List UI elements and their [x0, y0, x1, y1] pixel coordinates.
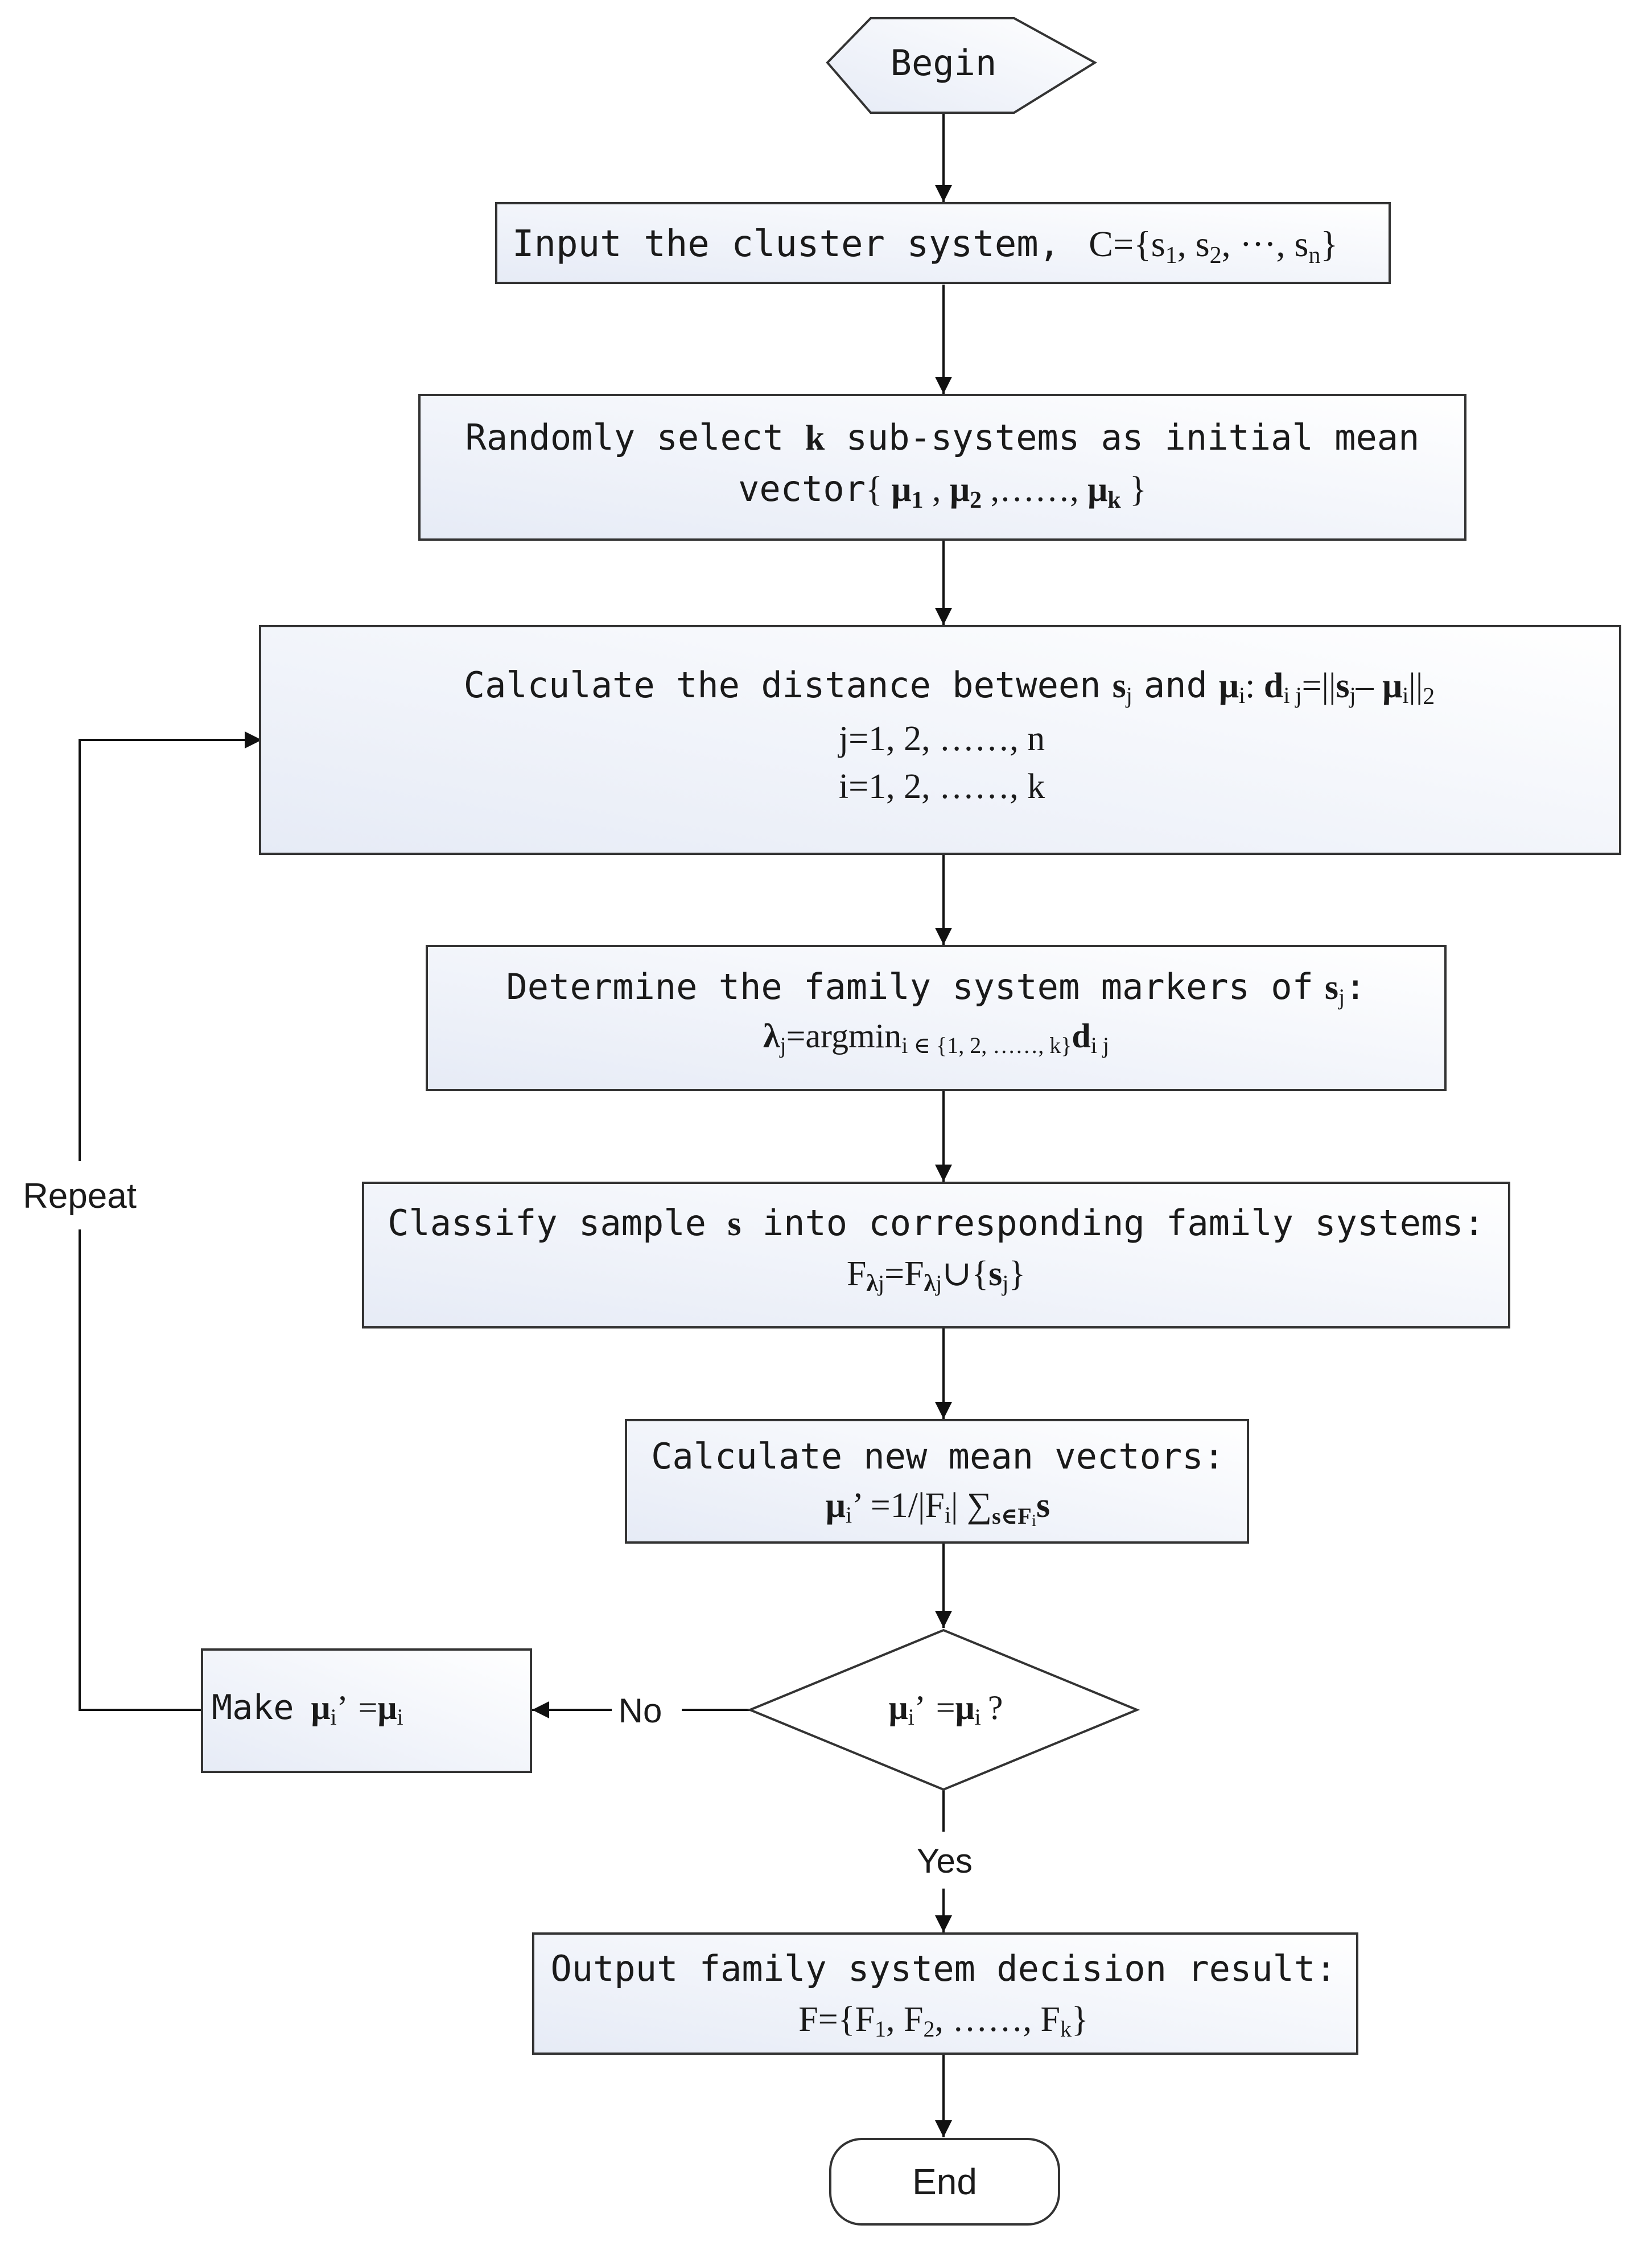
no-label: No [619, 1692, 662, 1730]
input-node: Input the cluster system,C={s1, s2, ···,… [495, 202, 1391, 284]
select-line1: Randomly select k sub-systems as initial… [465, 417, 1420, 458]
end-label: End [912, 2161, 977, 2202]
decision-label: μi’=μi? [889, 1689, 1003, 1730]
begin-hexagon [826, 17, 1097, 114]
classify-line1: Classify sample s into corresponding fam… [388, 1202, 1485, 1244]
newmean-node: Calculate new mean vectors: μi’=1/|Fi| ∑… [625, 1419, 1249, 1544]
distance-box [259, 625, 1621, 855]
determine-box [426, 945, 1447, 1091]
newmean-box [625, 1419, 1249, 1544]
distance-line2: j=1, 2, ……, n [838, 719, 1045, 758]
end-node: End [829, 2138, 1060, 2226]
distance-line3: i=1, 2, ……, k [839, 767, 1045, 806]
select-line2: vector{ μ1 , μ2 ,……, μk } [738, 468, 1147, 513]
yes-label: Yes [917, 1842, 973, 1880]
determine-line2: λj=argmini ∈ {1, 2, ……, k}di j [763, 1017, 1109, 1058]
output-node: Output family system decision result: F=… [532, 1932, 1358, 2055]
input-text: Input the cluster system,C={s1, s2, ···,… [512, 223, 1338, 269]
begin-label: Begin [891, 42, 997, 84]
begin-node: Begin [826, 17, 1097, 114]
edge-labels: No Yes Repeat [23, 1177, 973, 1880]
output-box [532, 1932, 1358, 2055]
classify-node: Classify sample s into corresponding fam… [362, 1182, 1510, 1328]
end-rounded-box [829, 2138, 1060, 2226]
make-box [201, 1648, 532, 1773]
output-line1: Output family system decision result: [550, 1948, 1336, 1989]
select-box [418, 394, 1466, 541]
connectors [79, 114, 952, 2137]
newmean-line1: Calculate new mean vectors: [651, 1436, 1225, 1477]
line-make-to-repeat [79, 1229, 202, 1711]
input-box [495, 202, 1391, 284]
classify-line2: Fλj=Fλj∪{sj} [847, 1254, 1025, 1297]
decision-node: μi’=μi? [747, 1628, 1140, 1791]
output-line2: F={F1, F2, ……, Fk} [798, 2000, 1088, 2042]
newmean-line2: μi’=1/|Fi| ∑s∈Fis [826, 1486, 1050, 1530]
select-node: Randomly select k sub-systems as initial… [418, 394, 1466, 541]
decision-diamond [747, 1628, 1140, 1791]
arrow-repeat-to-distance [79, 731, 262, 1161]
repeat-label: Repeat [23, 1177, 137, 1216]
classify-box [362, 1182, 1510, 1328]
